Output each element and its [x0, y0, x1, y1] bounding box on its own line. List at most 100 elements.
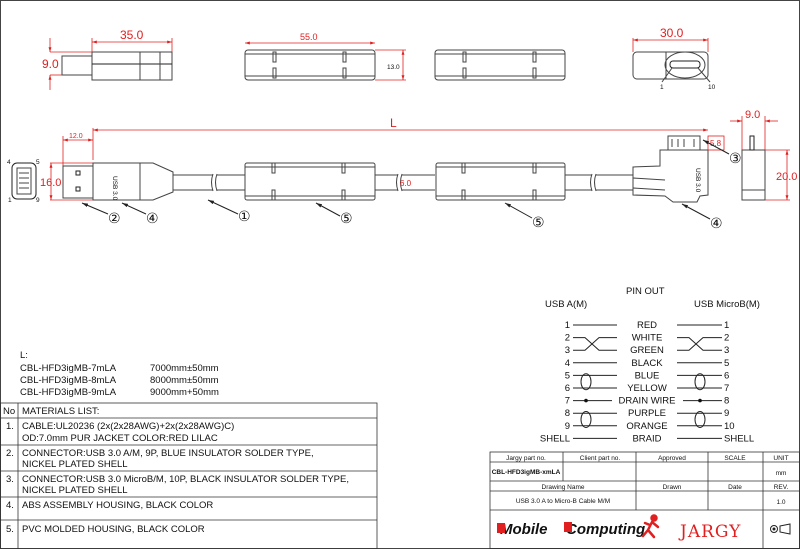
length-part: CBL-HFD3igMB-7mLA — [20, 363, 117, 374]
dim-ferrite-length: 55.0 — [300, 32, 318, 42]
usb-a-plug: USB 3.0 — [62, 162, 174, 201]
length-list-title: L: — [20, 350, 28, 361]
row-no: 2. — [6, 448, 14, 459]
row-no: 5. — [6, 524, 14, 535]
wire-color: BLUE — [635, 370, 660, 381]
jargy-part-value: CBL-HFD3igMB-xmLA — [492, 469, 561, 476]
usb-a-pin: 3 — [565, 345, 570, 356]
row-text: PVC MOLDED HOUSING, BLACK COLOR — [22, 524, 205, 535]
microb-pin: SHELL — [724, 433, 754, 444]
row-text: NICKEL PLATED SHELL — [22, 459, 128, 470]
length-list: L: CBL-HFD3igMB-7mLA 7000mm±50mm CBL-HFD… — [20, 350, 219, 398]
materials-table: No MATERIALS LIST: 1. CABLE:UL20236 (2x(… — [0, 402, 378, 549]
dim-microb-length: 30.0 — [660, 26, 684, 40]
shield-pair-icon — [580, 373, 592, 391]
microb-front-view: 30.0 1 10 — [632, 26, 716, 91]
dim-microb-width: 20.0 — [776, 171, 797, 183]
pinout-left-header: USB A(M) — [545, 299, 587, 310]
dim-a-height: 9.0 — [42, 57, 59, 71]
jargy-part-label: Jargy part no. — [506, 455, 546, 462]
pinout-right-header: USB MicroB(M) — [694, 299, 760, 310]
row-text: CABLE:UL20236 (2x(2x28AWG)+2x(2x28AWG)C) — [22, 421, 234, 432]
row-no: 4. — [6, 500, 14, 511]
dim-overall-length: L — [390, 116, 397, 130]
rev-value: 1.0 — [776, 499, 785, 506]
microb-pin: 1 — [724, 320, 729, 331]
row-no: 1. — [6, 421, 14, 432]
dim-a-plug: 12.0 — [69, 133, 83, 140]
pinout-title: PIN OUT — [626, 286, 665, 297]
pinout-row: 3 GREEN 3 — [565, 345, 730, 356]
twisted-pair-icon — [677, 337, 722, 351]
microb-pin: 8 — [724, 396, 729, 407]
wire-color: DRAIN WIRE — [619, 396, 676, 407]
svg-text:USB 3.0: USB 3.0 — [694, 168, 701, 193]
scale-label: SCALE — [724, 455, 746, 462]
drain-junction — [698, 398, 702, 403]
microb-pin: 5 — [724, 358, 729, 369]
length-value: 9000mm+50mm — [150, 387, 219, 398]
microb-pin: 10 — [724, 421, 735, 432]
rev-label: REV. — [774, 484, 789, 491]
usb-a-pin: 4 — [565, 358, 570, 369]
wire-color: ORANGE — [626, 421, 667, 432]
balloon-5: ⑤ — [532, 215, 545, 231]
wire-color: YELLOW — [627, 383, 667, 394]
wire-color: GREEN — [630, 345, 664, 356]
usb-a-pin: 6 — [565, 383, 570, 394]
usb-a-pin-5-label: 5 — [36, 159, 40, 166]
length-value: 8000mm±50mm — [150, 375, 219, 386]
shield-pair-icon — [694, 411, 706, 428]
length-part: CBL-HFD3igMB-9mLA — [20, 387, 117, 398]
running-man-icon — [641, 514, 660, 539]
row-text: ABS ASSEMBLY HOUSING, BLACK COLOR — [22, 500, 213, 511]
materials-header: MATERIALS LIST: — [22, 406, 99, 417]
usb-a-pin-1-label: 1 — [8, 197, 12, 204]
drawing-name-label: Drawing Name — [542, 484, 585, 491]
materials-no-header: No — [3, 406, 15, 417]
ferrite-top-view-2 — [434, 49, 566, 81]
microb-pin: 3 — [724, 345, 729, 356]
dim-a-width: 16.0 — [40, 177, 61, 189]
dim-a-length: 35.0 — [120, 28, 144, 42]
table-row: 2. CONNECTOR:USB 3.0 A/M, 9P, BLUE INSUL… — [6, 448, 314, 470]
microb-pin: 2 — [724, 333, 729, 344]
dim-cable-od: 6.0 — [400, 179, 412, 188]
jargy-logo: JARGY — [678, 522, 741, 542]
balloon-1: ① — [238, 209, 251, 225]
ferrite-top-view-1: 55.0 13.0 — [244, 32, 406, 81]
row-text: CONNECTOR:USB 3.0 MicroB/M, 10P, BLACK I… — [22, 474, 349, 485]
drawn-label: Drawn — [663, 484, 682, 491]
dim-microb-tip: 5.8 — [710, 139, 722, 148]
svg-text:USB 3.0: USB 3.0 — [111, 176, 118, 201]
row-text: NICKEL PLATED SHELL — [22, 485, 128, 496]
unit-label: UNIT — [773, 455, 788, 462]
usb-a-pin-4-label: 4 — [7, 159, 11, 166]
client-part-label: Client part no. — [580, 455, 621, 462]
twisted-pair-icon — [573, 337, 617, 351]
length-part: CBL-HFD3igMB-8mLA — [20, 375, 117, 386]
wire-color: PURPLE — [628, 408, 666, 419]
table-row: 5. PVC MOLDED HOUSING, BLACK COLOR — [6, 524, 205, 535]
logo-mobile-text: Mobile — [500, 521, 548, 538]
usb-a-end-view: 4 5 1 9 — [7, 159, 40, 204]
balloon-5: ⑤ — [340, 211, 353, 227]
ferrite-side-1 — [244, 162, 376, 201]
usb-a-pin: 1 — [565, 320, 570, 331]
approved-label: Approved — [658, 455, 686, 462]
usb-a-pin: 8 — [565, 408, 570, 419]
usb-a-pin: 2 — [565, 333, 570, 344]
row-text: CONNECTOR:USB 3.0 A/M, 9P, BLUE INSULATO… — [22, 448, 314, 459]
logo-computing-text: Computing — [566, 521, 645, 538]
unit-value: mm — [776, 470, 787, 477]
projection-symbol-icon — [770, 523, 791, 535]
wire-color: RED — [637, 320, 657, 331]
drain-junction — [584, 398, 588, 403]
title-block: Jargy part no. Client part no. Approved … — [489, 451, 800, 549]
